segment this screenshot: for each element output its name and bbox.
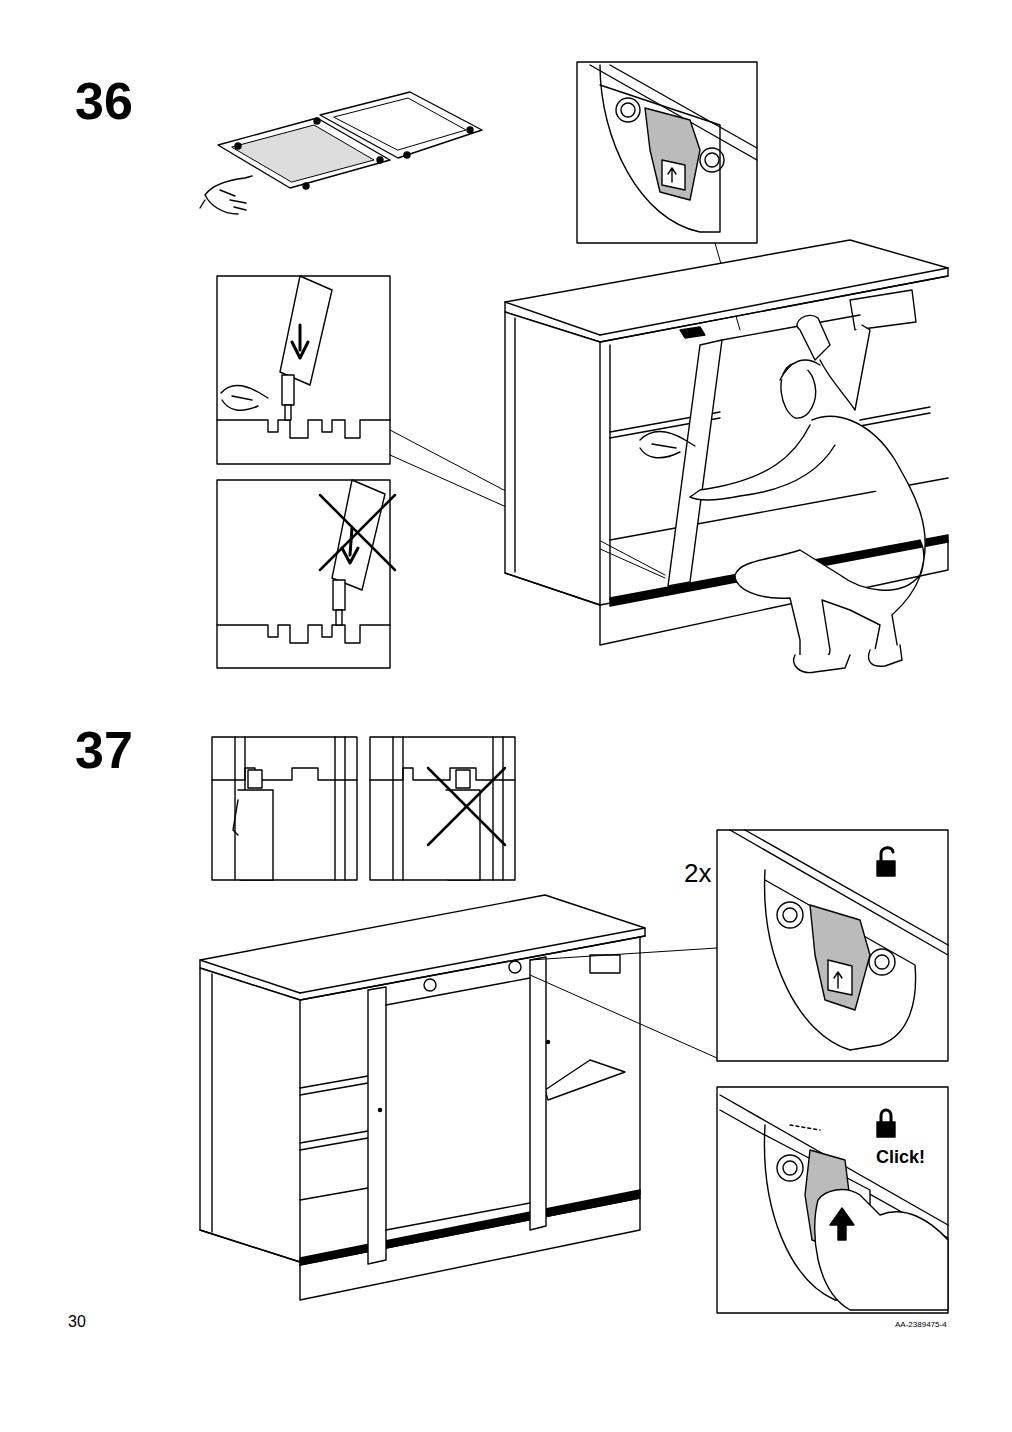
- step-number: 37: [75, 724, 133, 776]
- cabinet: [200, 895, 645, 1300]
- guide-detail: [212, 737, 515, 880]
- lock-detail: [717, 1087, 948, 1313]
- pointing-hand: [640, 432, 695, 458]
- guide-detail: [217, 276, 665, 668]
- pointing-hand: [200, 176, 252, 214]
- step-number: 36: [75, 75, 133, 127]
- page-number: 30: [68, 1314, 86, 1330]
- zoom-detail: [577, 62, 757, 243]
- sound-label: Click!: [876, 1148, 925, 1166]
- document-code: AA-2389475-4: [895, 1321, 947, 1329]
- person: [690, 315, 925, 672]
- door-panels: [218, 92, 482, 189]
- quantity-label: 2x: [684, 860, 711, 886]
- lock-detail: [717, 830, 948, 1061]
